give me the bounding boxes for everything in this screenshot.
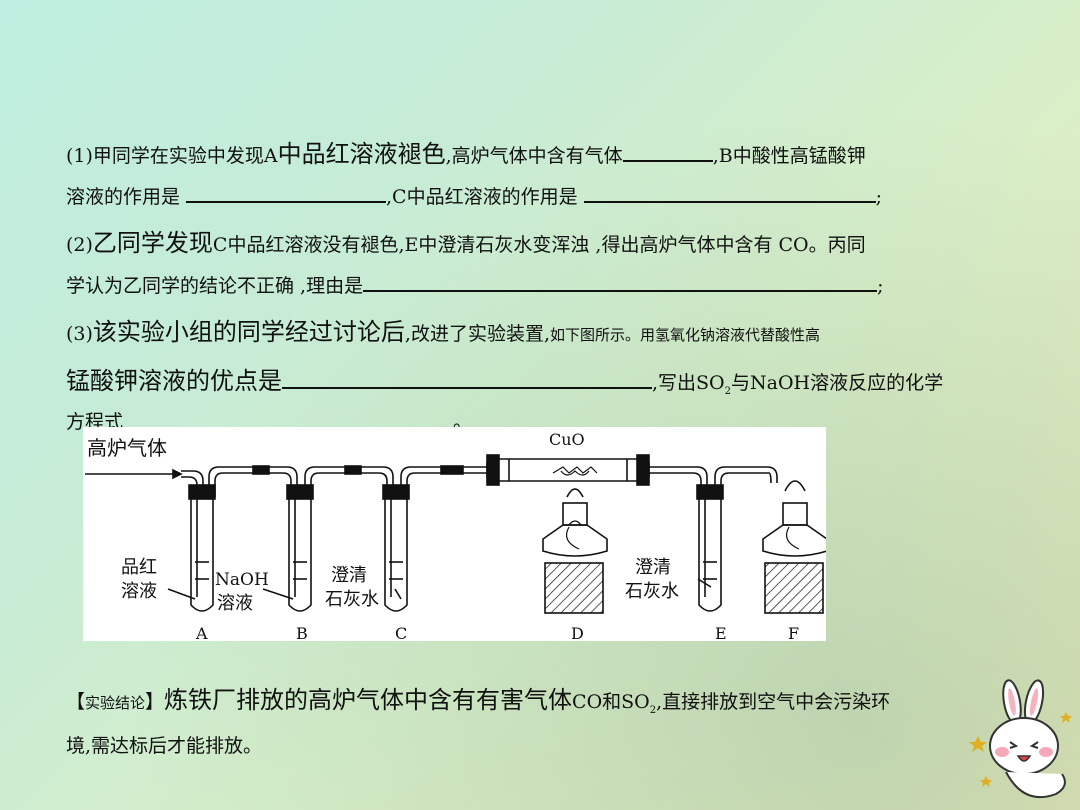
- answer-blank[interactable]: [583, 181, 876, 203]
- bunny-mascot-icon: [969, 679, 1072, 799]
- conclusion-text: ,直接排放到空气中会污染环: [656, 691, 891, 713]
- apparatus-diagram: 高炉气体 CuO 品红 溶液 NaOH 溶液 澄清 石灰水 澄清 石灰水 A B…: [85, 430, 826, 641]
- q1-text: ,C中品红溶液的作用是: [386, 186, 578, 208]
- q2-text: ;: [877, 275, 884, 297]
- q2-text: 学认为乙同学的结论不正确 ,理由是: [66, 275, 364, 297]
- label-c-2: 石灰水: [325, 589, 379, 610]
- q2-line1: (2)乙同学发现C中品红溶液没有褪色,E中澄清石灰水变浑浊 ,得出高炉气体中含有…: [66, 229, 866, 259]
- letter-b: B: [296, 624, 308, 641]
- test-tube-a: [188, 484, 216, 612]
- q1-line1: (1)甲同学在实验中发现A中品红溶液褪色,高炉气体中含有气体 ,B中酸性高锰酸钾: [66, 140, 866, 170]
- q2-text: C中品红溶液没有褪色,E中澄清石灰水变浑浊 ,得出高炉气体中含有 CO。丙同: [212, 234, 866, 256]
- cuo-combustion-tube: [486, 458, 650, 482]
- cuo-label: CuO: [549, 430, 585, 449]
- label-a-2: 溶液: [121, 581, 157, 602]
- conclusion-text: 2: [649, 704, 657, 716]
- letter-c: C: [395, 624, 407, 641]
- alcohol-lamp-f: [762, 480, 826, 614]
- answer-blank[interactable]: [622, 140, 713, 162]
- letter-a: A: [195, 624, 208, 641]
- q1-text: (1)甲同学在实验中发现A: [66, 145, 278, 167]
- q3-text: (3): [66, 323, 93, 345]
- q1-text: 中品红溶液褪色: [277, 140, 446, 168]
- test-tube-b: [286, 484, 314, 612]
- letter-f: F: [788, 624, 799, 641]
- conclusion-text: 境,需达标后才能排放。: [66, 735, 263, 757]
- q2-text: (2): [66, 234, 93, 256]
- answer-blank[interactable]: [363, 270, 878, 292]
- label-a-1: 品红: [121, 557, 157, 578]
- q3-text: ,写出SO: [652, 372, 725, 394]
- tube-c-cuo: [400, 466, 487, 497]
- conclusion-tag: 实验结论: [85, 694, 146, 712]
- q1-text: ,高炉气体中含有气体: [445, 145, 623, 167]
- letter-d: D: [571, 624, 584, 641]
- q3-line2: 锰酸钾溶液的优点是 ,写出SO2与NaOH溶液反应的化学: [66, 367, 943, 406]
- label-b-2: 溶液: [217, 593, 253, 614]
- q2-line2: 学认为乙同学的结论不正确 ,理由是;: [66, 270, 884, 300]
- conclusion-text: 【: [66, 691, 86, 713]
- q3-text: 该实验小组的同学经过讨论后: [92, 318, 405, 346]
- q1-text: 溶液的作用是: [66, 186, 181, 208]
- tube-e-f: [714, 466, 778, 497]
- q2-text: 乙同学发现: [92, 229, 213, 257]
- q3-text: 如下图所示。用氢氧化钠溶液代替酸性高: [550, 326, 821, 344]
- q1-line2: 溶液的作用是 ,C中品红溶液的作用是;: [66, 181, 882, 211]
- q1-text: ,B中酸性高锰酸钾: [712, 145, 866, 167]
- q3-text: 锰酸钾溶液的优点是: [66, 367, 282, 395]
- answer-blank[interactable]: [186, 181, 387, 203]
- label-e-2: 石灰水: [625, 581, 679, 602]
- q3-text: 2: [724, 385, 732, 397]
- q3-text: ,改进了实验装置,: [404, 323, 551, 345]
- q3-text: 与NaOH溶液反应的化学: [731, 372, 944, 394]
- label-c-1: 澄清: [331, 565, 367, 586]
- conclusion-text: 】: [145, 691, 165, 713]
- apparatus-figure: 高炉气体 CuO 品红 溶液 NaOH 溶液 澄清 石灰水 澄清 石灰水 A B…: [83, 427, 826, 641]
- letter-e: E: [715, 624, 727, 641]
- alcohol-lamp-d: [542, 470, 608, 614]
- label-b-1: NaOH: [215, 570, 269, 590]
- conclusion-line1: 【实验结论】炼铁厂排放的高炉气体中含有有害气体CO和SO2,直接排放到空气中会污…: [66, 686, 890, 725]
- gas-label: 高炉气体: [87, 436, 167, 460]
- tube-cuo-e: [649, 466, 708, 497]
- conclusion-text: 炼铁厂排放的高炉气体中含有有害气体: [164, 686, 573, 714]
- answer-blank[interactable]: [282, 367, 652, 389]
- q1-text: ;: [875, 186, 882, 208]
- q3-line1: (3)该实验小组的同学经过讨论后,改进了实验装置,如下图所示。用氢氧化钠溶液代替…: [66, 318, 820, 349]
- conclusion-text: CO和SO: [572, 691, 650, 713]
- label-e-1: 澄清: [635, 557, 671, 578]
- test-tube-c: [382, 484, 410, 612]
- test-tube-e: [696, 484, 724, 612]
- conclusion-line2: 境,需达标后才能排放。: [66, 732, 262, 760]
